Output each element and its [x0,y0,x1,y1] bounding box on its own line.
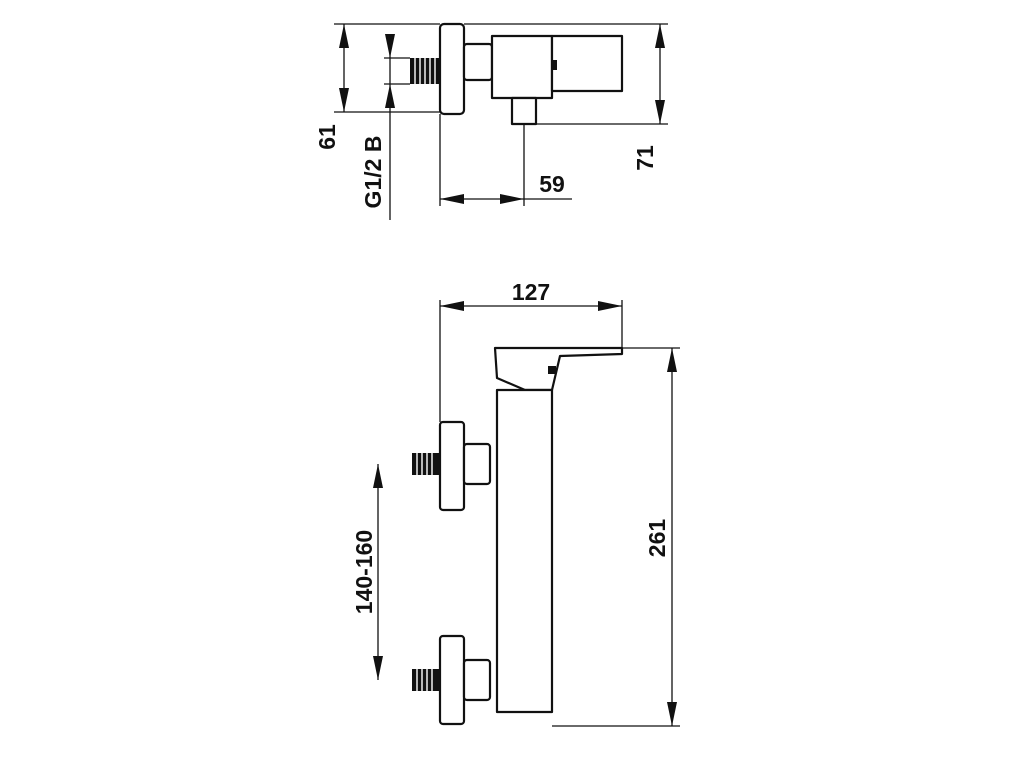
side-shower-outlet [510,96,538,126]
side-wall-flange [438,22,466,116]
side-handle-notch [551,60,557,70]
dim-outlet-offset: 59 [539,171,565,197]
front-lower-inlet [412,634,492,726]
dim-height: 261 [644,519,670,558]
front-valve-body [495,388,554,714]
front-handle-notch [548,366,556,374]
front-view: 127 261 140-160 [351,279,680,727]
dim-inlet-spacing: 140-160 [351,530,377,614]
side-connector-stub [462,42,494,82]
side-lever-handle [550,34,624,93]
front-upper-inlet [412,420,492,512]
dim-thread: G1/2 B [360,136,386,209]
dim-depth-wall: 61 [314,124,340,150]
side-view: 61 G1/2 B 71 59 [314,22,668,220]
side-valve-body [490,34,554,100]
dim-depth-total: 71 [632,145,658,171]
dim-width: 127 [512,279,550,305]
front-lever-handle [493,346,624,392]
